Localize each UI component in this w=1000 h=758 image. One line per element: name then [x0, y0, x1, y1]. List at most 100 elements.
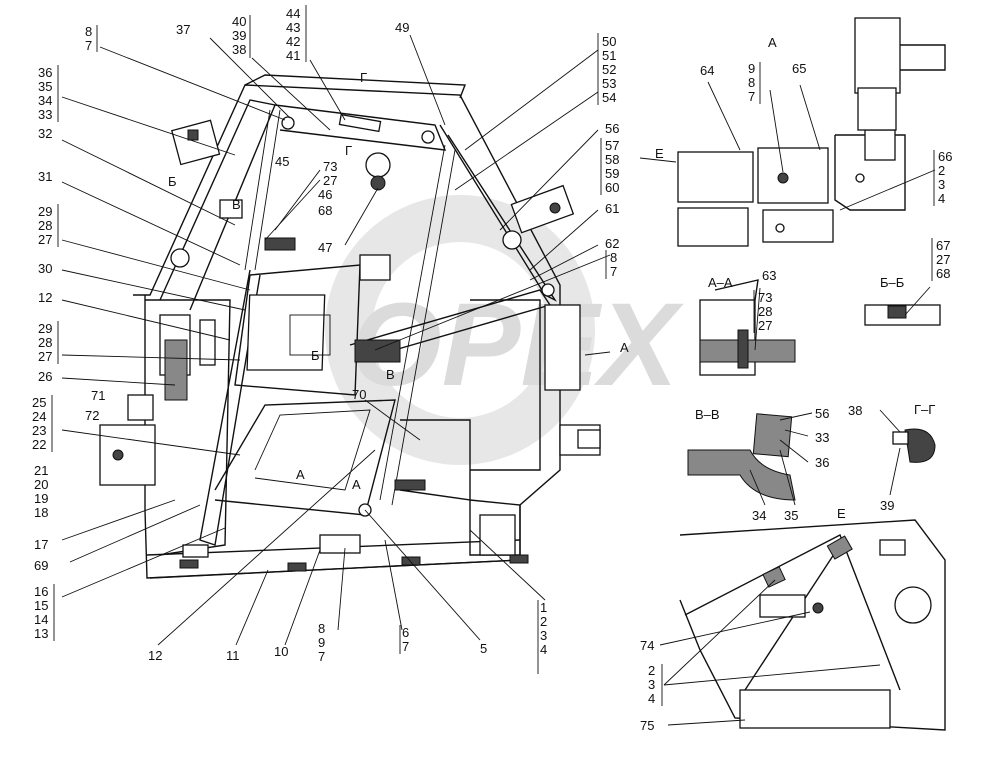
- callout-14: 14: [34, 612, 48, 627]
- callout-58: 58: [605, 152, 619, 167]
- callout-37: 37: [176, 22, 190, 37]
- view-a: A: [677, 17, 946, 247]
- callout-35: 35: [38, 79, 52, 94]
- callout-52: 52: [602, 62, 616, 77]
- callout-53: 53: [602, 76, 616, 91]
- callout-16: 16: [34, 584, 48, 599]
- marker-b2: Б: [311, 348, 320, 363]
- callout-24: 24: [32, 409, 46, 424]
- callout-4b: 4: [938, 191, 945, 206]
- callout-40: 40: [232, 14, 246, 29]
- section-g-g: Г–Г: [892, 402, 936, 463]
- callout-63: 63: [762, 268, 776, 283]
- callout-15: 15: [34, 598, 48, 613]
- callout-22: 22: [32, 437, 46, 452]
- callout-46: 46: [318, 187, 332, 202]
- callout-27b: 27: [38, 349, 52, 364]
- callout-35b: 35: [784, 508, 798, 523]
- gear-icon: [325, 195, 595, 465]
- callout-6: 6: [402, 625, 409, 640]
- callout-10: 10: [274, 644, 288, 659]
- section-b-b: Б–Б: [864, 275, 941, 326]
- section-b-b-title: Б–Б: [880, 275, 904, 290]
- callout-12a: 12: [38, 290, 52, 305]
- callout-9c: 9: [748, 61, 755, 76]
- callout-29a: 29: [38, 204, 52, 219]
- leader-lines: [61, 34, 936, 726]
- section-a-a-title: A–A: [708, 275, 733, 290]
- main-cab-frame: [99, 74, 601, 579]
- callout-19: 19: [34, 491, 48, 506]
- callout-28c: 28: [758, 304, 772, 319]
- marker-v: В: [232, 197, 241, 212]
- callout-8: 8: [85, 24, 92, 39]
- callout-labels: 8 7 37 40 39 38 44 43 42 41 49 50 51 52 …: [32, 6, 952, 733]
- callout-3c: 3: [648, 677, 655, 692]
- callout-27d: 27: [758, 318, 772, 333]
- callout-73b: 73: [758, 290, 772, 305]
- callout-41: 41: [286, 48, 300, 63]
- section-markers: Е A Г Г Б Б В В A A: [168, 70, 664, 492]
- callout-49: 49: [395, 20, 409, 35]
- marker-a2: A: [296, 467, 305, 482]
- section-v-v-title: В–В: [695, 407, 720, 422]
- callout-2: 2: [540, 614, 547, 629]
- callout-54: 54: [602, 90, 616, 105]
- opex-watermark: OPEX: [325, 195, 684, 465]
- callout-39: 39: [232, 28, 246, 43]
- callout-8b: 8: [318, 621, 325, 636]
- callout-51: 51: [602, 48, 616, 63]
- callout-20: 20: [34, 477, 48, 492]
- section-g-g-title: Г–Г: [914, 402, 935, 417]
- callout-50: 50: [602, 34, 616, 49]
- view-e-title: Е: [837, 506, 846, 521]
- view-a-title: A: [768, 35, 777, 50]
- callout-64: 64: [700, 63, 714, 78]
- callout-44: 44: [286, 6, 300, 21]
- section-a-a: A–A: [699, 275, 796, 376]
- callout-61: 61: [605, 201, 619, 216]
- callout-45: 45: [275, 154, 289, 169]
- callout-7: 7: [85, 38, 92, 53]
- callout-34: 34: [38, 93, 52, 108]
- callout-27a: 27: [38, 232, 52, 247]
- callout-33: 33: [38, 107, 52, 122]
- callout-18: 18: [34, 505, 48, 520]
- callout-56: 56: [605, 121, 619, 136]
- callout-69: 69: [34, 558, 48, 573]
- marker-a3: A: [352, 477, 361, 492]
- callout-13: 13: [34, 626, 48, 641]
- callout-73: 73: [323, 159, 337, 174]
- callout-7b: 7: [318, 649, 325, 664]
- callout-36: 36: [38, 65, 52, 80]
- callout-11: 11: [226, 648, 240, 663]
- callout-7c: 7: [402, 639, 409, 654]
- callout-68b: 68: [936, 266, 950, 281]
- callout-4: 4: [540, 642, 547, 657]
- callout-2b: 2: [938, 163, 945, 178]
- callout-3: 3: [540, 628, 547, 643]
- callout-74: 74: [640, 638, 654, 653]
- callout-56b: 56: [815, 406, 829, 421]
- callout-30: 30: [38, 261, 52, 276]
- marker-g: Г: [360, 70, 367, 85]
- callout-4c: 4: [648, 691, 655, 706]
- callout-7d: 7: [610, 264, 617, 279]
- callout-71: 71: [91, 388, 105, 403]
- callout-21: 21: [34, 463, 48, 478]
- callout-60: 60: [605, 180, 619, 195]
- callout-8c: 8: [610, 250, 617, 265]
- view-e: Е: [679, 506, 946, 731]
- callout-brackets: [51, 5, 935, 706]
- callout-42: 42: [286, 34, 300, 49]
- callout-26: 26: [38, 369, 52, 384]
- marker-a: A: [620, 340, 629, 355]
- callout-65: 65: [792, 61, 806, 76]
- marker-e: Е: [655, 146, 664, 161]
- callout-68: 68: [318, 203, 332, 218]
- callout-47: 47: [318, 240, 332, 255]
- callout-27e: 27: [936, 252, 950, 267]
- callout-25: 25: [32, 395, 46, 410]
- callout-27c: 27: [323, 173, 337, 188]
